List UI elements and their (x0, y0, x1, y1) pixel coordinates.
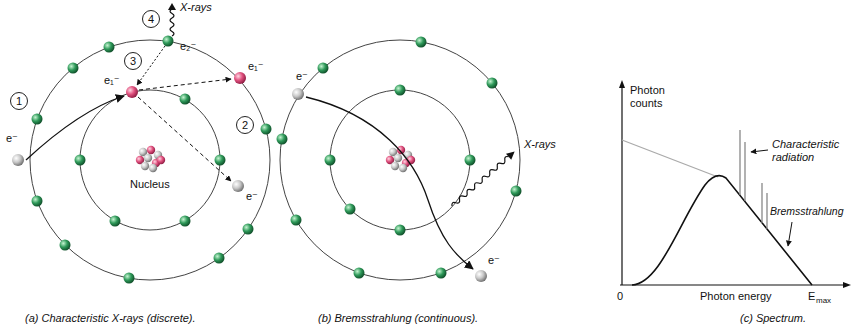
inner-shell (80, 90, 220, 230)
y-axis (621, 86, 622, 285)
callout-number: 2 (236, 116, 254, 134)
spectrum-chart (619, 80, 851, 288)
electrons (277, 37, 522, 283)
axis-tick: E (808, 290, 815, 303)
xray-label: X-rays (180, 1, 212, 14)
callout-label: Characteristic radiation (772, 138, 850, 164)
characteristic-line (739, 130, 740, 195)
xray-arrowhead (168, 3, 176, 10)
atom-b (277, 37, 522, 283)
callout-label: Bremsstrahlung (770, 205, 844, 218)
x-axis (620, 284, 844, 285)
xray-wave (170, 9, 174, 36)
characteristic-line (744, 142, 745, 201)
leader-arrow (788, 222, 792, 246)
characteristic-line (761, 183, 762, 223)
callout-text: 2 (242, 120, 248, 131)
leader-arrow (751, 150, 768, 152)
electron-label: e⁻ (488, 254, 500, 267)
outer-shell (30, 40, 270, 280)
nucleus (136, 146, 165, 172)
electron-label: e⁻ (6, 132, 18, 145)
electron-label: e₂⁻ (180, 40, 196, 53)
bremsstrahlung-curve (632, 176, 812, 285)
axis-title: Photon counts (630, 84, 682, 110)
axis-title: Photon energy (700, 290, 772, 303)
outer-shell (280, 40, 520, 280)
callout-number: 1 (10, 92, 28, 110)
axis-tick: 0 (617, 290, 623, 303)
panel-caption: (b) Bremsstrahlung (continuous). (318, 312, 478, 325)
unfiltered-line (622, 140, 718, 177)
electron-label: e₁⁻ (248, 60, 264, 73)
scattered-electron-path (138, 97, 231, 181)
ejected-electron-path (139, 79, 231, 90)
inner-shell (330, 90, 470, 230)
callout-number: 4 (142, 10, 160, 28)
callout-text: 1 (16, 96, 22, 107)
callout-number: 3 (124, 52, 142, 70)
deflected-electron-path (306, 97, 473, 269)
electron-label: e⁻ (246, 190, 258, 203)
panel-caption: (a) Characteristic X-rays (discrete). (25, 312, 196, 325)
atom-a (12, 3, 272, 284)
callout-text: 4 (148, 14, 154, 25)
electron-label: e⁻ (296, 70, 308, 83)
electrons (12, 36, 272, 284)
callout-text: 3 (130, 56, 136, 67)
characteristic-line (766, 193, 767, 229)
axis-subscript: max (816, 296, 831, 306)
xray-wave (449, 149, 517, 209)
transition-path (137, 46, 165, 85)
nucleus-label: Nucleus (130, 178, 170, 191)
electron-label: e₁⁻ (104, 74, 120, 87)
nucleus (386, 146, 415, 172)
incoming-electron-path (26, 96, 124, 160)
xray-label: X-rays (524, 138, 556, 151)
panel-caption: (c) Spectrum. (740, 312, 806, 325)
